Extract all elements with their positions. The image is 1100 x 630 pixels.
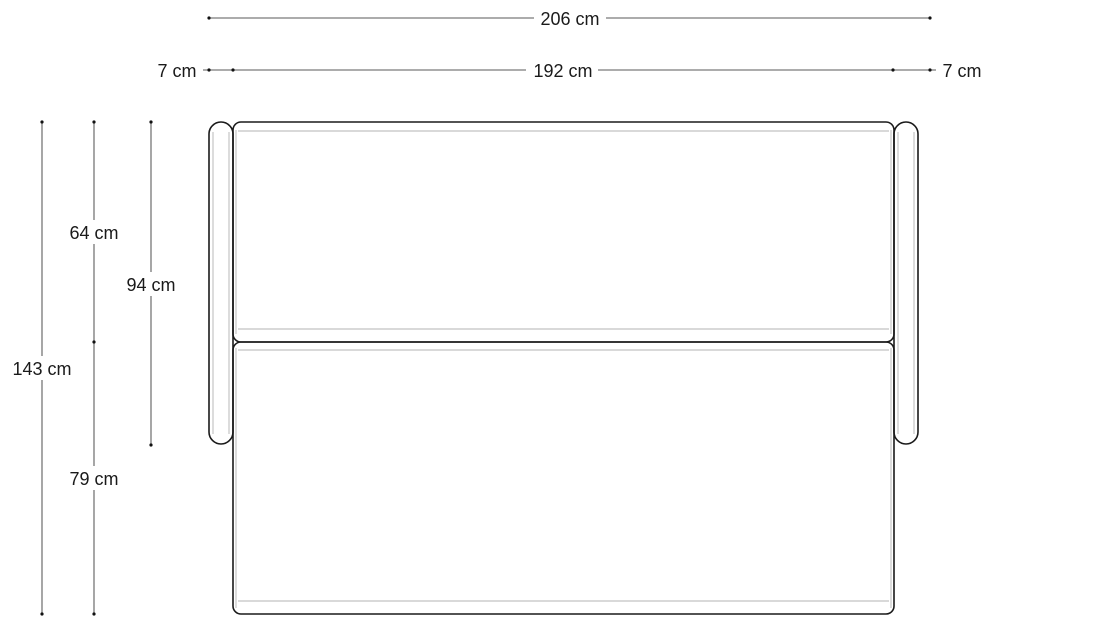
backrest xyxy=(232,121,895,343)
arm-depth-label: 94 cm xyxy=(126,275,175,295)
right-arm-width-label: 7 cm xyxy=(942,61,981,81)
width-breakdown-dimension: 7 cm 192 cm 7 cm xyxy=(148,58,990,82)
left-arm-width-label: 7 cm xyxy=(157,61,196,81)
overall-depth-label: 143 cm xyxy=(12,359,71,379)
seat-cushion xyxy=(232,341,895,615)
backrest-seat-depth-dimension: 64 cm 79 cm xyxy=(60,120,128,616)
overall-depth-dimension: 143 cm xyxy=(6,120,78,616)
seat-depth-label: 79 cm xyxy=(69,469,118,489)
overall-width-label: 206 cm xyxy=(540,9,599,29)
arm-depth-dimension: 94 cm xyxy=(118,120,184,447)
backrest-depth-label: 64 cm xyxy=(69,223,118,243)
seat-width-label: 192 cm xyxy=(533,61,592,81)
right-armrest xyxy=(893,121,919,445)
overall-width-dimension: 206 cm xyxy=(207,6,932,30)
left-armrest xyxy=(208,121,234,445)
